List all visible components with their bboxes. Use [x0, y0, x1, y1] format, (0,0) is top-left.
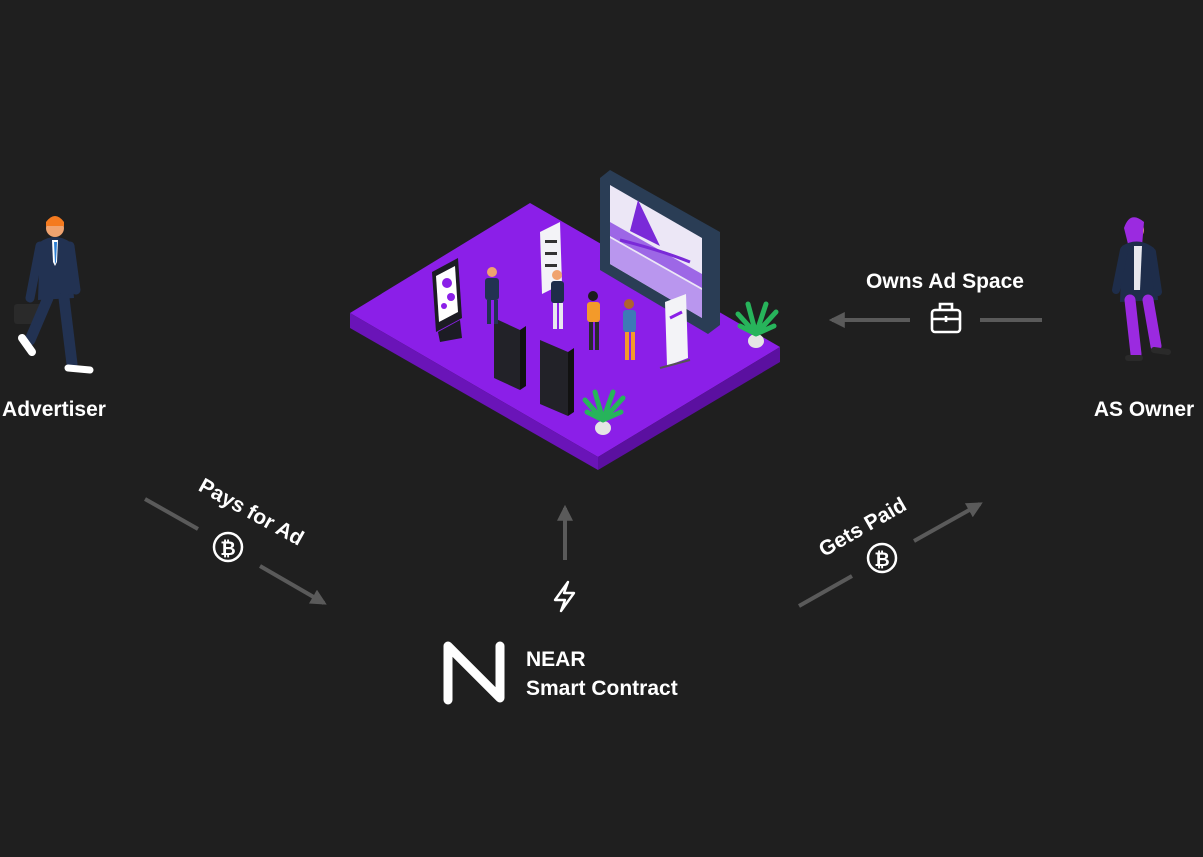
advertiser-figure: [14, 216, 94, 374]
advertiser-label: Advertiser: [2, 398, 106, 421]
bitcoin-coin-icon: ₿: [866, 542, 898, 574]
briefcase-icon: [930, 302, 962, 334]
visitor-figure: [485, 267, 499, 324]
pays-for-ad-label: Pays for Ad: [195, 474, 308, 550]
visitor-figure: [551, 270, 564, 329]
potted-plant: [735, 301, 779, 348]
bitcoin-coin-icon: ₿: [212, 531, 244, 563]
contract-title: NEAR: [526, 648, 586, 671]
ad-space-platform: [350, 170, 780, 470]
digital-kiosk: [432, 258, 462, 342]
display-pillar: [540, 340, 568, 416]
display-pillar: [494, 318, 520, 390]
rollup-banner-right: [659, 294, 691, 369]
flow-arrow: [258, 564, 327, 605]
owner-label: AS Owner: [1094, 398, 1194, 421]
near-logo-icon: [443, 641, 505, 705]
gets-paid-label: Gets Paid: [815, 493, 910, 561]
flow-arrow: [913, 502, 983, 543]
owns-ad-space-label: Owns Ad Space: [866, 270, 1024, 293]
billboard-screen: [600, 170, 720, 334]
visitor-figure: [587, 291, 600, 350]
potted-plant: [582, 389, 626, 435]
flow-line: [798, 574, 853, 608]
flow-line: [144, 497, 199, 531]
svg-text:₿: ₿: [874, 549, 889, 571]
contract-subtitle: Smart Contract: [526, 677, 678, 700]
svg-text:₿: ₿: [220, 538, 235, 560]
visitor-figure: [623, 299, 636, 360]
owner-figure: [1112, 217, 1171, 361]
lightning-icon: [553, 580, 576, 613]
